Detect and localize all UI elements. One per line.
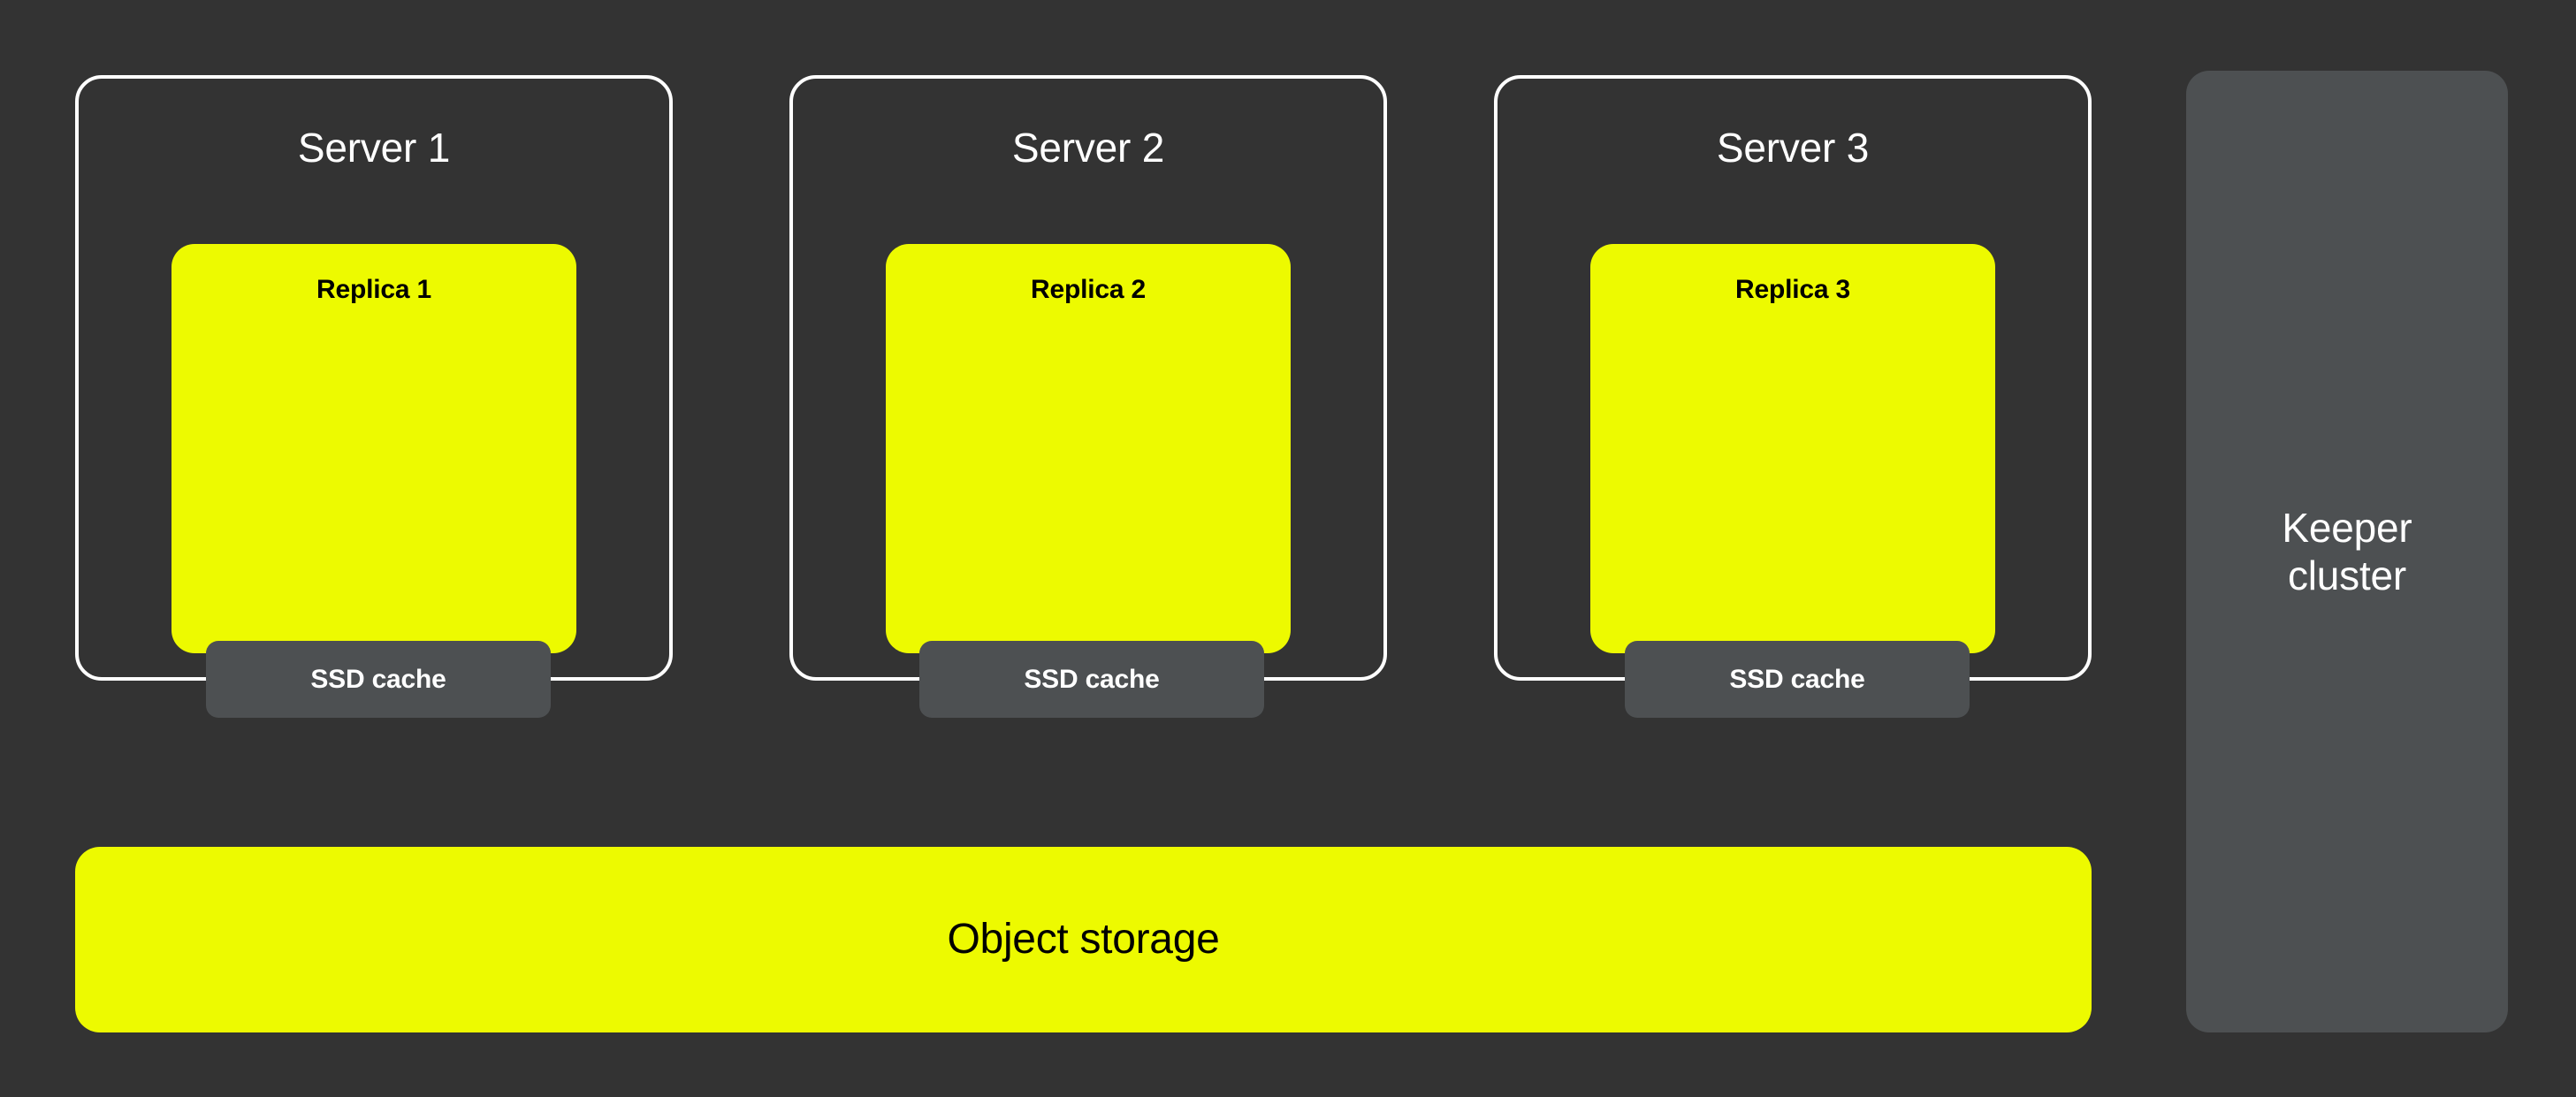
ssd-cache-chip-3: SSD cache bbox=[1625, 641, 1970, 718]
replica-label-3: Replica 3 bbox=[1735, 275, 1850, 304]
replica-box-1: Replica 1 bbox=[171, 244, 576, 653]
ssd-cache-label-3: SSD cache bbox=[1729, 664, 1865, 694]
ssd-cache-chip-1: SSD cache bbox=[206, 641, 551, 718]
replica-label-1: Replica 1 bbox=[316, 275, 431, 304]
server-panel-2: Server 2 Replica 2 bbox=[789, 75, 1387, 681]
server-title-1: Server 1 bbox=[297, 125, 451, 171]
server-panel-3: Server 3 Replica 3 bbox=[1494, 75, 2092, 681]
keeper-cluster-label: Keeper cluster bbox=[2282, 504, 2412, 598]
server-panel-1: Server 1 Replica 1 bbox=[75, 75, 673, 681]
ssd-cache-label-1: SSD cache bbox=[310, 664, 446, 694]
replica-box-3: Replica 3 bbox=[1590, 244, 1995, 653]
ssd-cache-label-2: SSD cache bbox=[1024, 664, 1160, 694]
object-storage-label: Object storage bbox=[947, 916, 1220, 963]
ssd-cache-chip-2: SSD cache bbox=[919, 641, 1264, 718]
replica-box-2: Replica 2 bbox=[886, 244, 1291, 653]
replica-label-2: Replica 2 bbox=[1031, 275, 1146, 304]
server-title-2: Server 2 bbox=[1011, 125, 1165, 171]
object-storage-bar: Object storage bbox=[75, 847, 2092, 1032]
keeper-cluster-panel: Keeper cluster bbox=[2186, 71, 2508, 1032]
server-title-3: Server 3 bbox=[1716, 125, 1870, 171]
